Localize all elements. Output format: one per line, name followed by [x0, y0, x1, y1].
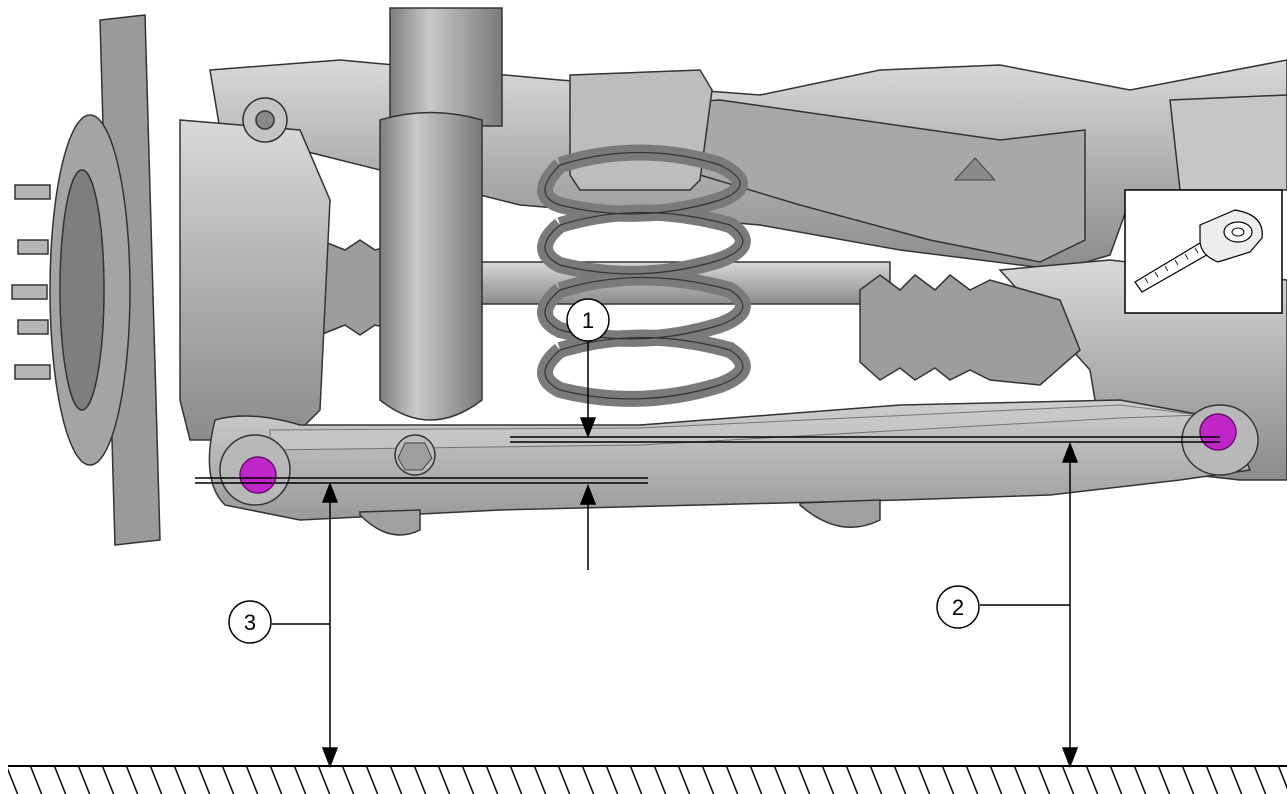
callout-2: 2 [936, 585, 980, 629]
tape-measure-icon [1134, 209, 1263, 293]
callout-1-label: 1 [582, 308, 594, 333]
bolt-right-highlighted [1199, 413, 1237, 451]
ground-surface [8, 765, 1287, 794]
bolt-left-highlighted [239, 456, 277, 494]
callout-3: 3 [228, 600, 272, 644]
callout-2-label: 2 [952, 595, 964, 620]
measurement-lines [195, 340, 1220, 769]
callout-1: 1 [566, 298, 610, 342]
tool-inset [1124, 189, 1283, 314]
wheel-hub [11, 14, 331, 546]
shock-absorber [379, 7, 503, 421]
coil-spring-outline [544, 151, 744, 400]
callout-3-label: 3 [244, 610, 256, 635]
lower-control-arm [208, 399, 1259, 536]
